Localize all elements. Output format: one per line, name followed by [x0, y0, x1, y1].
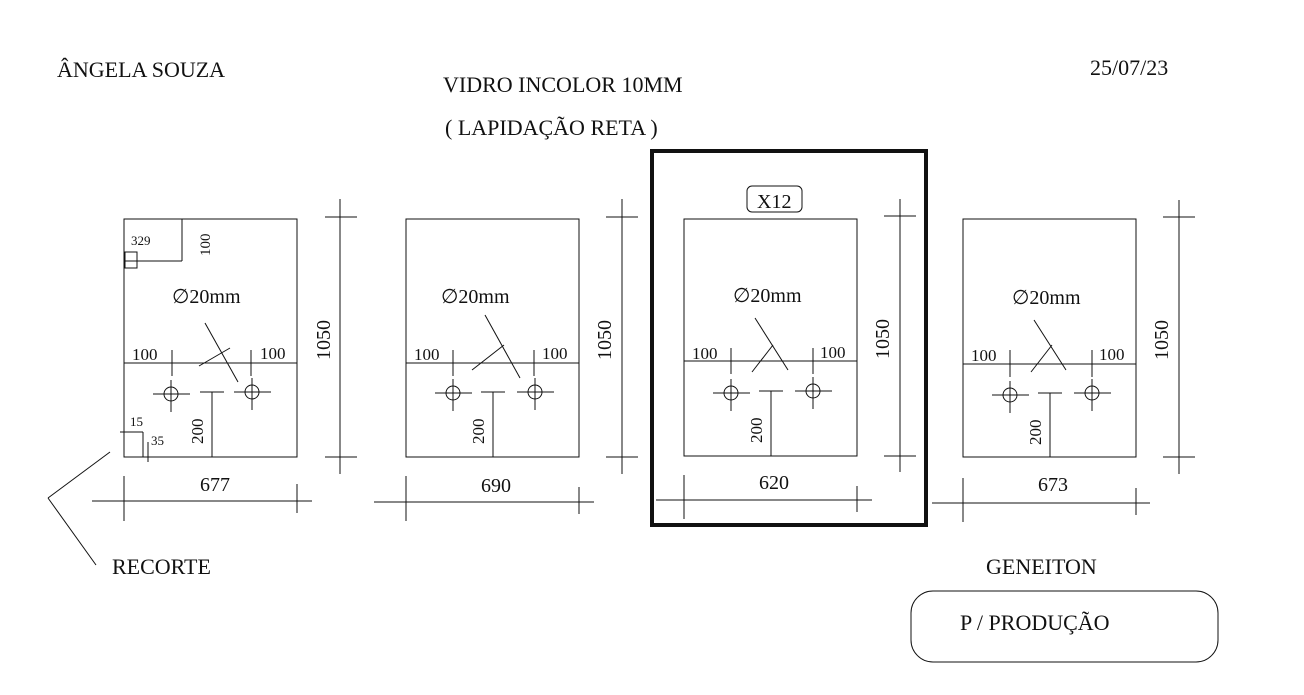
panel-width-label: 620 — [759, 472, 789, 494]
hole-leader-line — [471, 344, 505, 371]
glass-panel-3: ∅20mm 100 100 200 620 1050 — [656, 199, 916, 519]
hole-symbol — [992, 381, 1029, 413]
right-offset-label: 100 — [820, 343, 846, 362]
right-offset-label: 100 — [542, 344, 568, 363]
hole-diameter-label: ∅20mm — [172, 286, 241, 308]
corner-cut-x-label: 15 — [130, 414, 143, 429]
drawing-date: 25/07/23 — [1090, 55, 1168, 80]
hole-symbol — [435, 379, 472, 411]
left-offset-label: 100 — [971, 346, 997, 365]
production-label: P / PRODUÇÃO — [960, 610, 1110, 635]
panel-height-label: 1050 — [1151, 320, 1173, 360]
hole-diameter-label: ∅20mm — [733, 285, 802, 307]
production-stamp — [910, 590, 1219, 663]
hole-diameter-label: ∅20mm — [441, 286, 510, 308]
notch-width-label: 329 — [131, 233, 151, 248]
hole-symbol — [795, 377, 832, 409]
hole-leader-line — [1033, 319, 1067, 371]
quantity-badge — [746, 185, 803, 213]
hole-height-label: 200 — [188, 419, 207, 445]
author-name: GENEITON — [986, 554, 1097, 579]
panel-1-outline — [123, 218, 298, 458]
hole-leader-line — [1030, 344, 1053, 373]
panel-width-label: 673 — [1038, 474, 1068, 496]
quantity-label: X12 — [757, 191, 791, 213]
hole-height-label: 200 — [1026, 420, 1045, 446]
panel-width-label: 677 — [200, 474, 230, 496]
left-offset-label: 100 — [692, 344, 718, 363]
panel-height-label: 1050 — [872, 319, 894, 359]
notch-corner-mark — [124, 251, 138, 269]
panel-height-label: 1050 — [594, 320, 616, 360]
recorte-leader-line — [47, 497, 97, 566]
glass-spec-title: VIDRO INCOLOR 10MM — [443, 72, 683, 97]
hole-symbol — [713, 379, 750, 411]
finish-spec: ( LAPIDAÇÃO RETA ) — [445, 115, 658, 140]
hole-symbol — [1074, 379, 1111, 411]
right-offset-label: 100 — [1099, 345, 1125, 364]
hole-symbol — [153, 380, 190, 412]
hole-diameter-label: ∅20mm — [1012, 287, 1081, 309]
panel-height-label: 1050 — [313, 320, 335, 360]
recorte-label: RECORTE — [112, 554, 211, 579]
highlight-frame — [650, 149, 928, 527]
right-offset-label: 100 — [260, 344, 286, 363]
hole-symbol — [234, 378, 271, 410]
client-name: ÂNGELA SOUZA — [57, 57, 225, 82]
hole-leader-line — [751, 344, 774, 373]
left-offset-label: 100 — [132, 345, 158, 364]
glass-panel-4: ∅20mm 100 100 200 673 1050 — [932, 200, 1195, 522]
corner-cut-y-label: 35 — [151, 433, 164, 448]
hole-height-label: 200 — [469, 419, 488, 445]
left-offset-label: 100 — [414, 345, 440, 364]
recorte-leader-line — [47, 451, 111, 499]
glass-panel-1: 329 100 ∅20mm 100 100 200 15 35 — [92, 199, 357, 521]
hole-symbol — [517, 378, 554, 410]
notch-height-label: 100 — [198, 234, 214, 257]
glass-panel-2: ∅20mm 100 100 200 690 1050 — [374, 199, 638, 521]
hole-height-label: 200 — [747, 418, 766, 444]
panel-width-label: 690 — [481, 475, 511, 497]
